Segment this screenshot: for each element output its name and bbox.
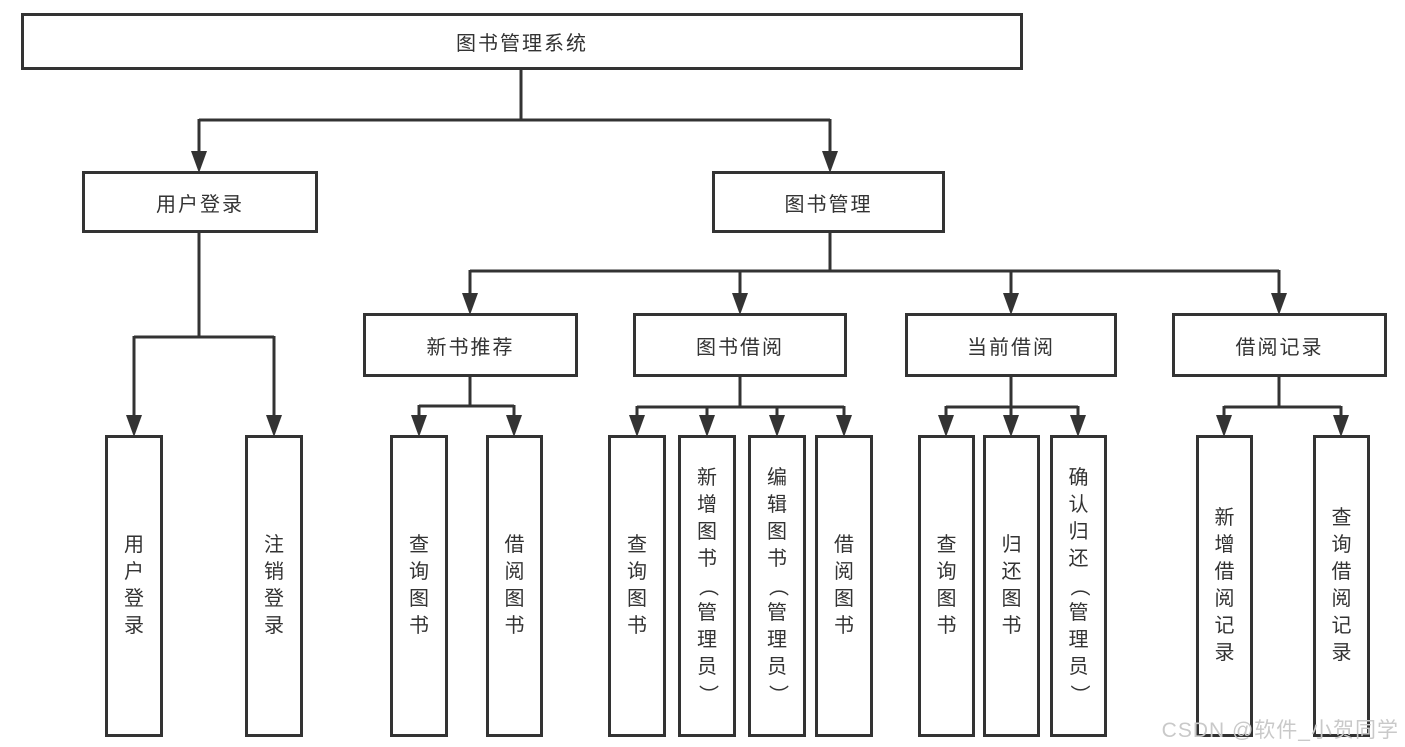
node-new-book-recommend: 新书推荐 [363, 313, 578, 377]
node-label: 图书管理系统 [456, 33, 588, 55]
node-label: 图书管理 [784, 193, 873, 216]
leaf-query-books-recommend: 查询图书 [390, 435, 448, 737]
node-label: 用户登录 [156, 193, 244, 216]
node-library-management-system: 图书管理系统 [21, 13, 1023, 70]
node-borrowing-records: 借阅记录 [1172, 313, 1387, 377]
leaf-edit-books-admin: 编辑图书（管理员） [748, 435, 806, 737]
node-label: 图书借阅 [696, 336, 784, 359]
node-label: 新书推荐 [426, 336, 515, 359]
leaf-logout: 注销登录 [245, 435, 303, 737]
node-current-borrowing: 当前借阅 [905, 313, 1117, 377]
leaf-add-borrow-record: 新增借阅记录 [1196, 435, 1253, 737]
node-label: 当前借阅 [967, 336, 1055, 359]
leaf-return-books: 归还图书 [983, 435, 1040, 737]
node-label: 借阅记录 [1235, 336, 1324, 359]
leaf-add-books-admin: 新增图书（管理员） [678, 435, 736, 737]
node-book-management: 图书管理 [712, 171, 945, 233]
node-book-borrowing: 图书借阅 [633, 313, 847, 377]
leaf-query-books-current: 查询图书 [918, 435, 975, 737]
leaf-query-books-borrowing: 查询图书 [608, 435, 666, 737]
csdn-watermark: CSDN @软件_小贺同学 [1161, 719, 1399, 742]
arrowheads [126, 151, 1349, 437]
leaf-user-login: 用户登录 [105, 435, 163, 737]
leaf-query-borrow-record: 查询借阅记录 [1313, 435, 1370, 737]
leaf-borrow-books-recommend: 借阅图书 [486, 435, 543, 737]
leaf-confirm-return-admin: 确认归还（管理员） [1050, 435, 1107, 737]
leaf-borrow-books: 借阅图书 [815, 435, 873, 737]
node-user-login: 用户登录 [82, 171, 318, 233]
